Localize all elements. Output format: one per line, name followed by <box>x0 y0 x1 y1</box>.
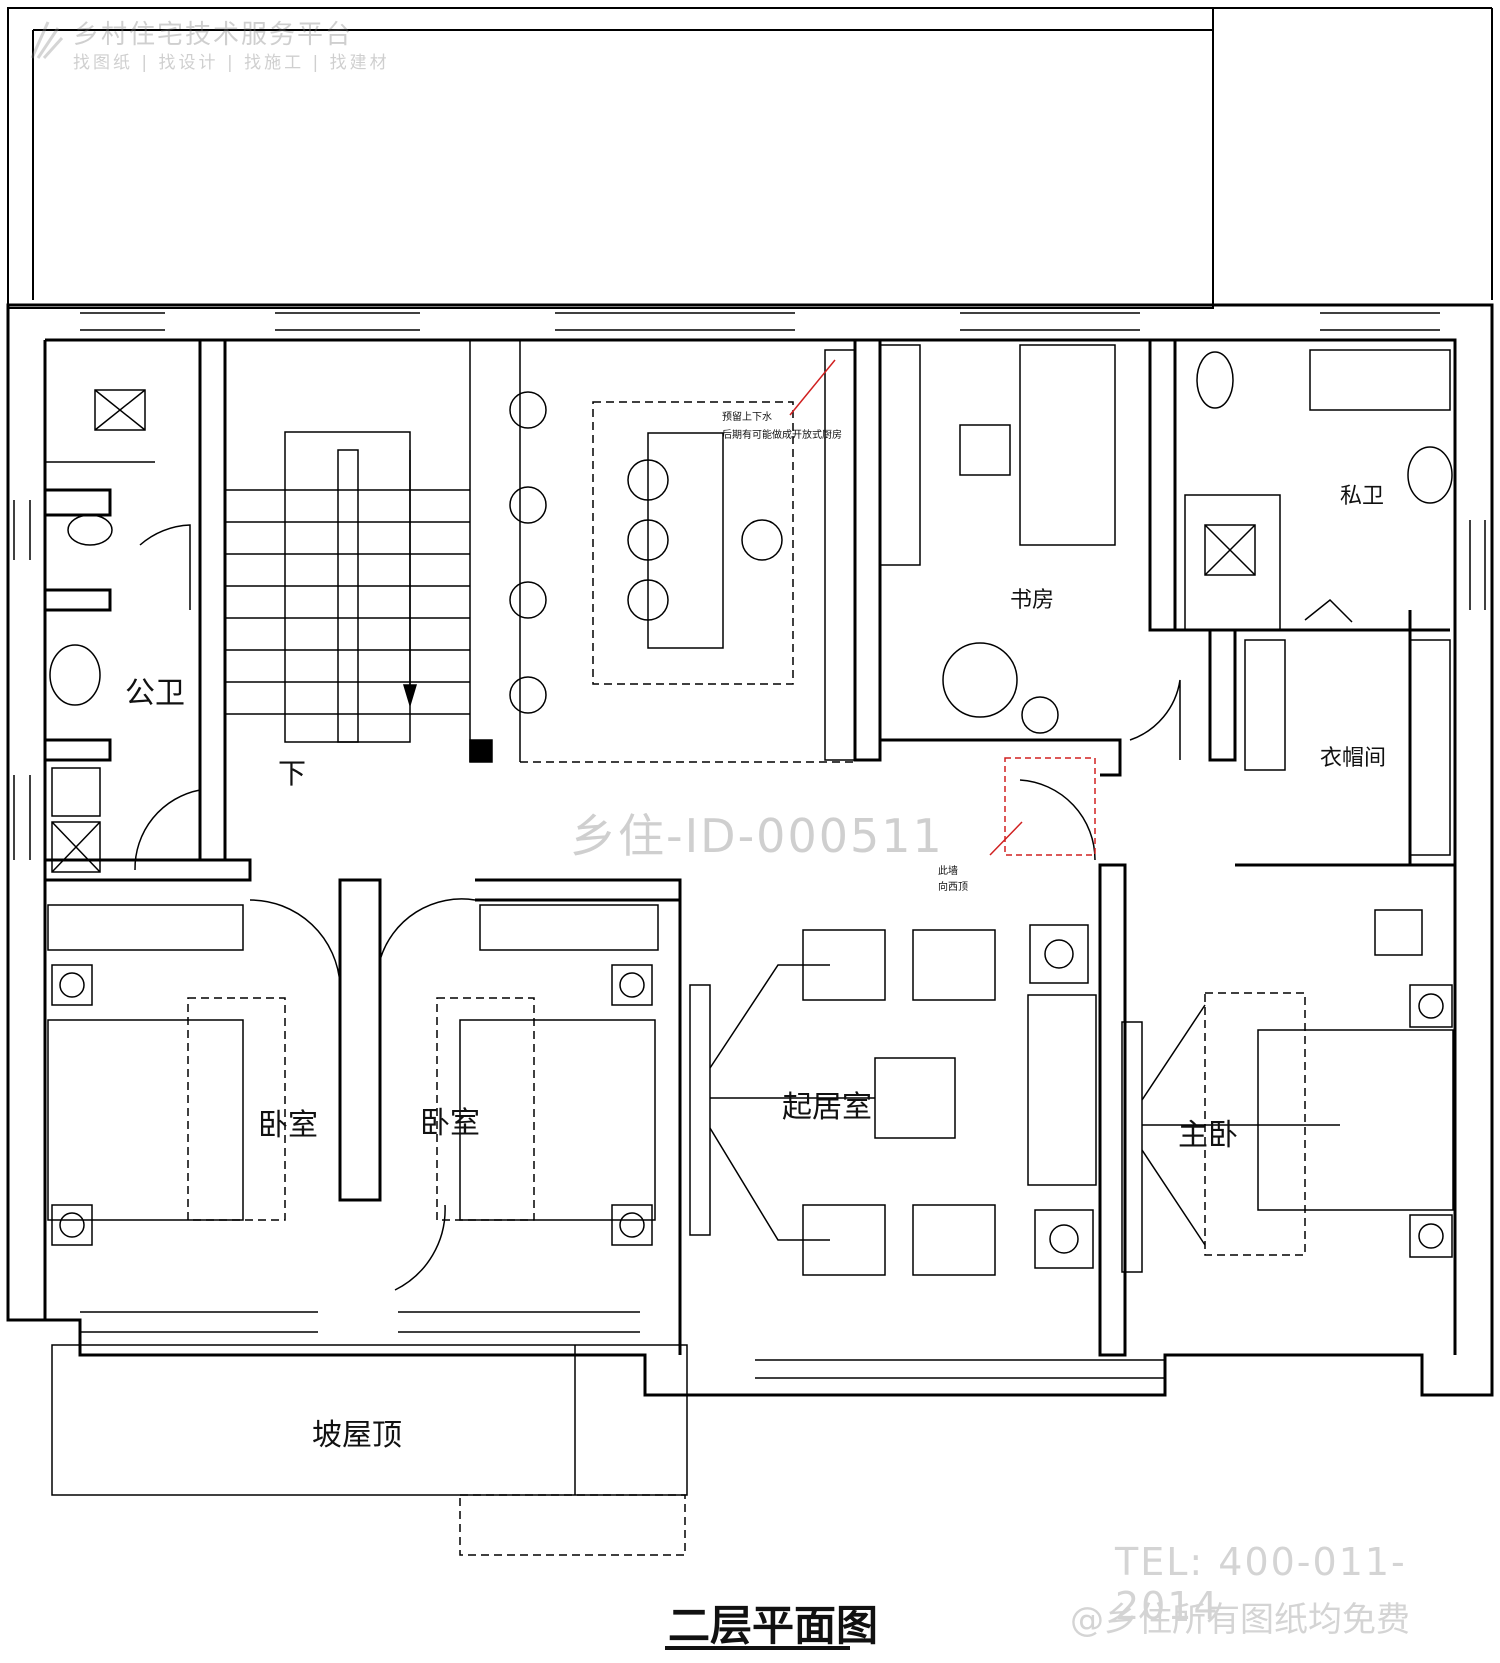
door-note-line2: 向西顶 <box>938 882 968 893</box>
middle-bedroom <box>436 904 659 1246</box>
platform-title: 乡村住宅技术服务平台 <box>73 20 354 50</box>
room-label-bedroom-middle: 卧室 <box>420 1106 480 1141</box>
bathroom-fixtures <box>45 349 1453 873</box>
left-bedroom <box>47 904 286 1246</box>
staircase <box>225 340 493 763</box>
closet <box>1244 639 1451 856</box>
master-bedroom <box>1121 909 1454 1273</box>
side-windows <box>13 500 1486 860</box>
free-drawings-watermark: @乡住所有图纸均免费 <box>1070 1600 1410 1640</box>
room-label-master-bedroom: 主卧 <box>1178 1118 1238 1153</box>
top-windows <box>80 312 1440 331</box>
room-label-private-bath: 私卫 <box>1340 484 1385 509</box>
drawing-title: 二层平面图 <box>668 1601 879 1650</box>
room-label-bedroom-left: 卧室 <box>258 1108 318 1143</box>
room-label-sloped-roof: 坡屋顶 <box>312 1418 402 1453</box>
platform-subtitle: 找图纸 | 找设计 | 找施工 | 找建材 <box>73 53 390 73</box>
platform-logo-icon <box>30 21 64 60</box>
sloped-roof <box>51 1344 688 1556</box>
tel-watermark: TEL: 400-011-2014 <box>1115 1540 1407 1628</box>
door-swings <box>134 524 1353 1291</box>
room-label-living-room: 起居室 <box>782 1090 872 1125</box>
room-label-study: 书房 <box>1010 588 1055 613</box>
kitchen-note-line1: 预留上下水 <box>722 412 772 423</box>
kitchen-island <box>509 340 856 763</box>
platform-watermark: 乡村住宅技术服务平台 找图纸 | 找设计 | 找施工 | 找建材 <box>28 14 408 74</box>
exterior-walls <box>6 303 1494 1397</box>
study-furniture <box>879 344 1116 734</box>
title-underline <box>665 1646 850 1650</box>
kitchen-note-line2: 后期有可能做成开放式厨房 <box>722 430 842 441</box>
room-label-public-bath: 公卫 <box>125 676 185 711</box>
room-label-walk-in-closet: 衣帽间 <box>1320 746 1387 771</box>
living-room <box>689 924 1097 1276</box>
door-note-line1: 此墙 <box>938 866 958 877</box>
bottom-windows <box>80 1311 1165 1379</box>
plan-id-watermark: 乡住-ID-000511 <box>570 809 944 863</box>
stair-down-label: 下 <box>278 757 307 790</box>
